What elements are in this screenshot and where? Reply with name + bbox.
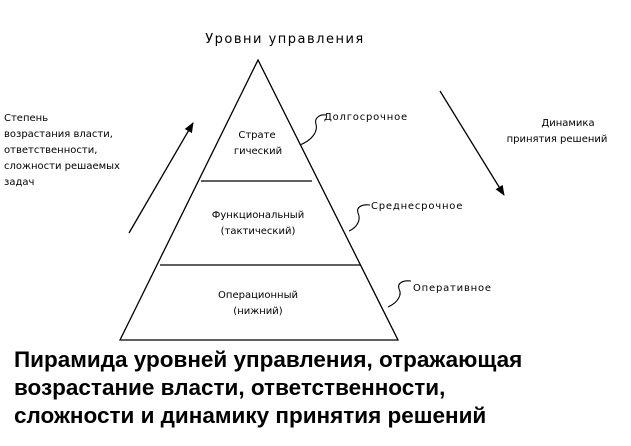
level-strategic-label-line1: Страте bbox=[238, 130, 275, 141]
caption-line1: Пирамида уровней управления, отражающая bbox=[14, 347, 523, 372]
callout-long-term-label: Долгосрочное bbox=[324, 112, 408, 123]
callout-long-term-leader bbox=[299, 114, 327, 146]
left-note-line5: задач bbox=[4, 177, 34, 188]
level-operational-label-line1: Операционный bbox=[218, 290, 298, 301]
right-note-line2: принятия решений bbox=[507, 134, 608, 145]
right-note-line1: Динамика bbox=[541, 118, 594, 129]
callout-mid-term-label: Среднесрочное bbox=[371, 201, 463, 212]
level-functional-label-line2: (тактический) bbox=[221, 226, 296, 237]
diagram-caption: Пирамида уровней управления, отражающая … bbox=[14, 346, 624, 430]
left-note-line4: сложности решаемых bbox=[4, 161, 120, 172]
caption-line3: сложности и динамику принятия решений bbox=[14, 403, 487, 428]
caption-line2: возрастание власти, ответственности, bbox=[14, 375, 446, 400]
left-note-line2: возрастания власти, bbox=[4, 129, 113, 140]
callout-mid-term-leader bbox=[348, 204, 371, 232]
callout-operational-label: Оперативное bbox=[413, 283, 492, 294]
callout-operational-leader bbox=[387, 280, 412, 308]
level-strategic-label-line2: гический bbox=[234, 146, 282, 157]
level-operational-label-line2: (нижний) bbox=[233, 306, 282, 317]
right-arrow bbox=[439, 90, 505, 196]
level-functional-label-line1: Функциональный bbox=[212, 210, 304, 221]
left-note-line3: ответственности, bbox=[4, 145, 97, 156]
diagram-title: Уровни управления bbox=[205, 32, 365, 47]
pyramid-outline bbox=[118, 58, 400, 341]
left-note-line1: Степень bbox=[4, 113, 48, 124]
left-arrow bbox=[128, 122, 194, 234]
